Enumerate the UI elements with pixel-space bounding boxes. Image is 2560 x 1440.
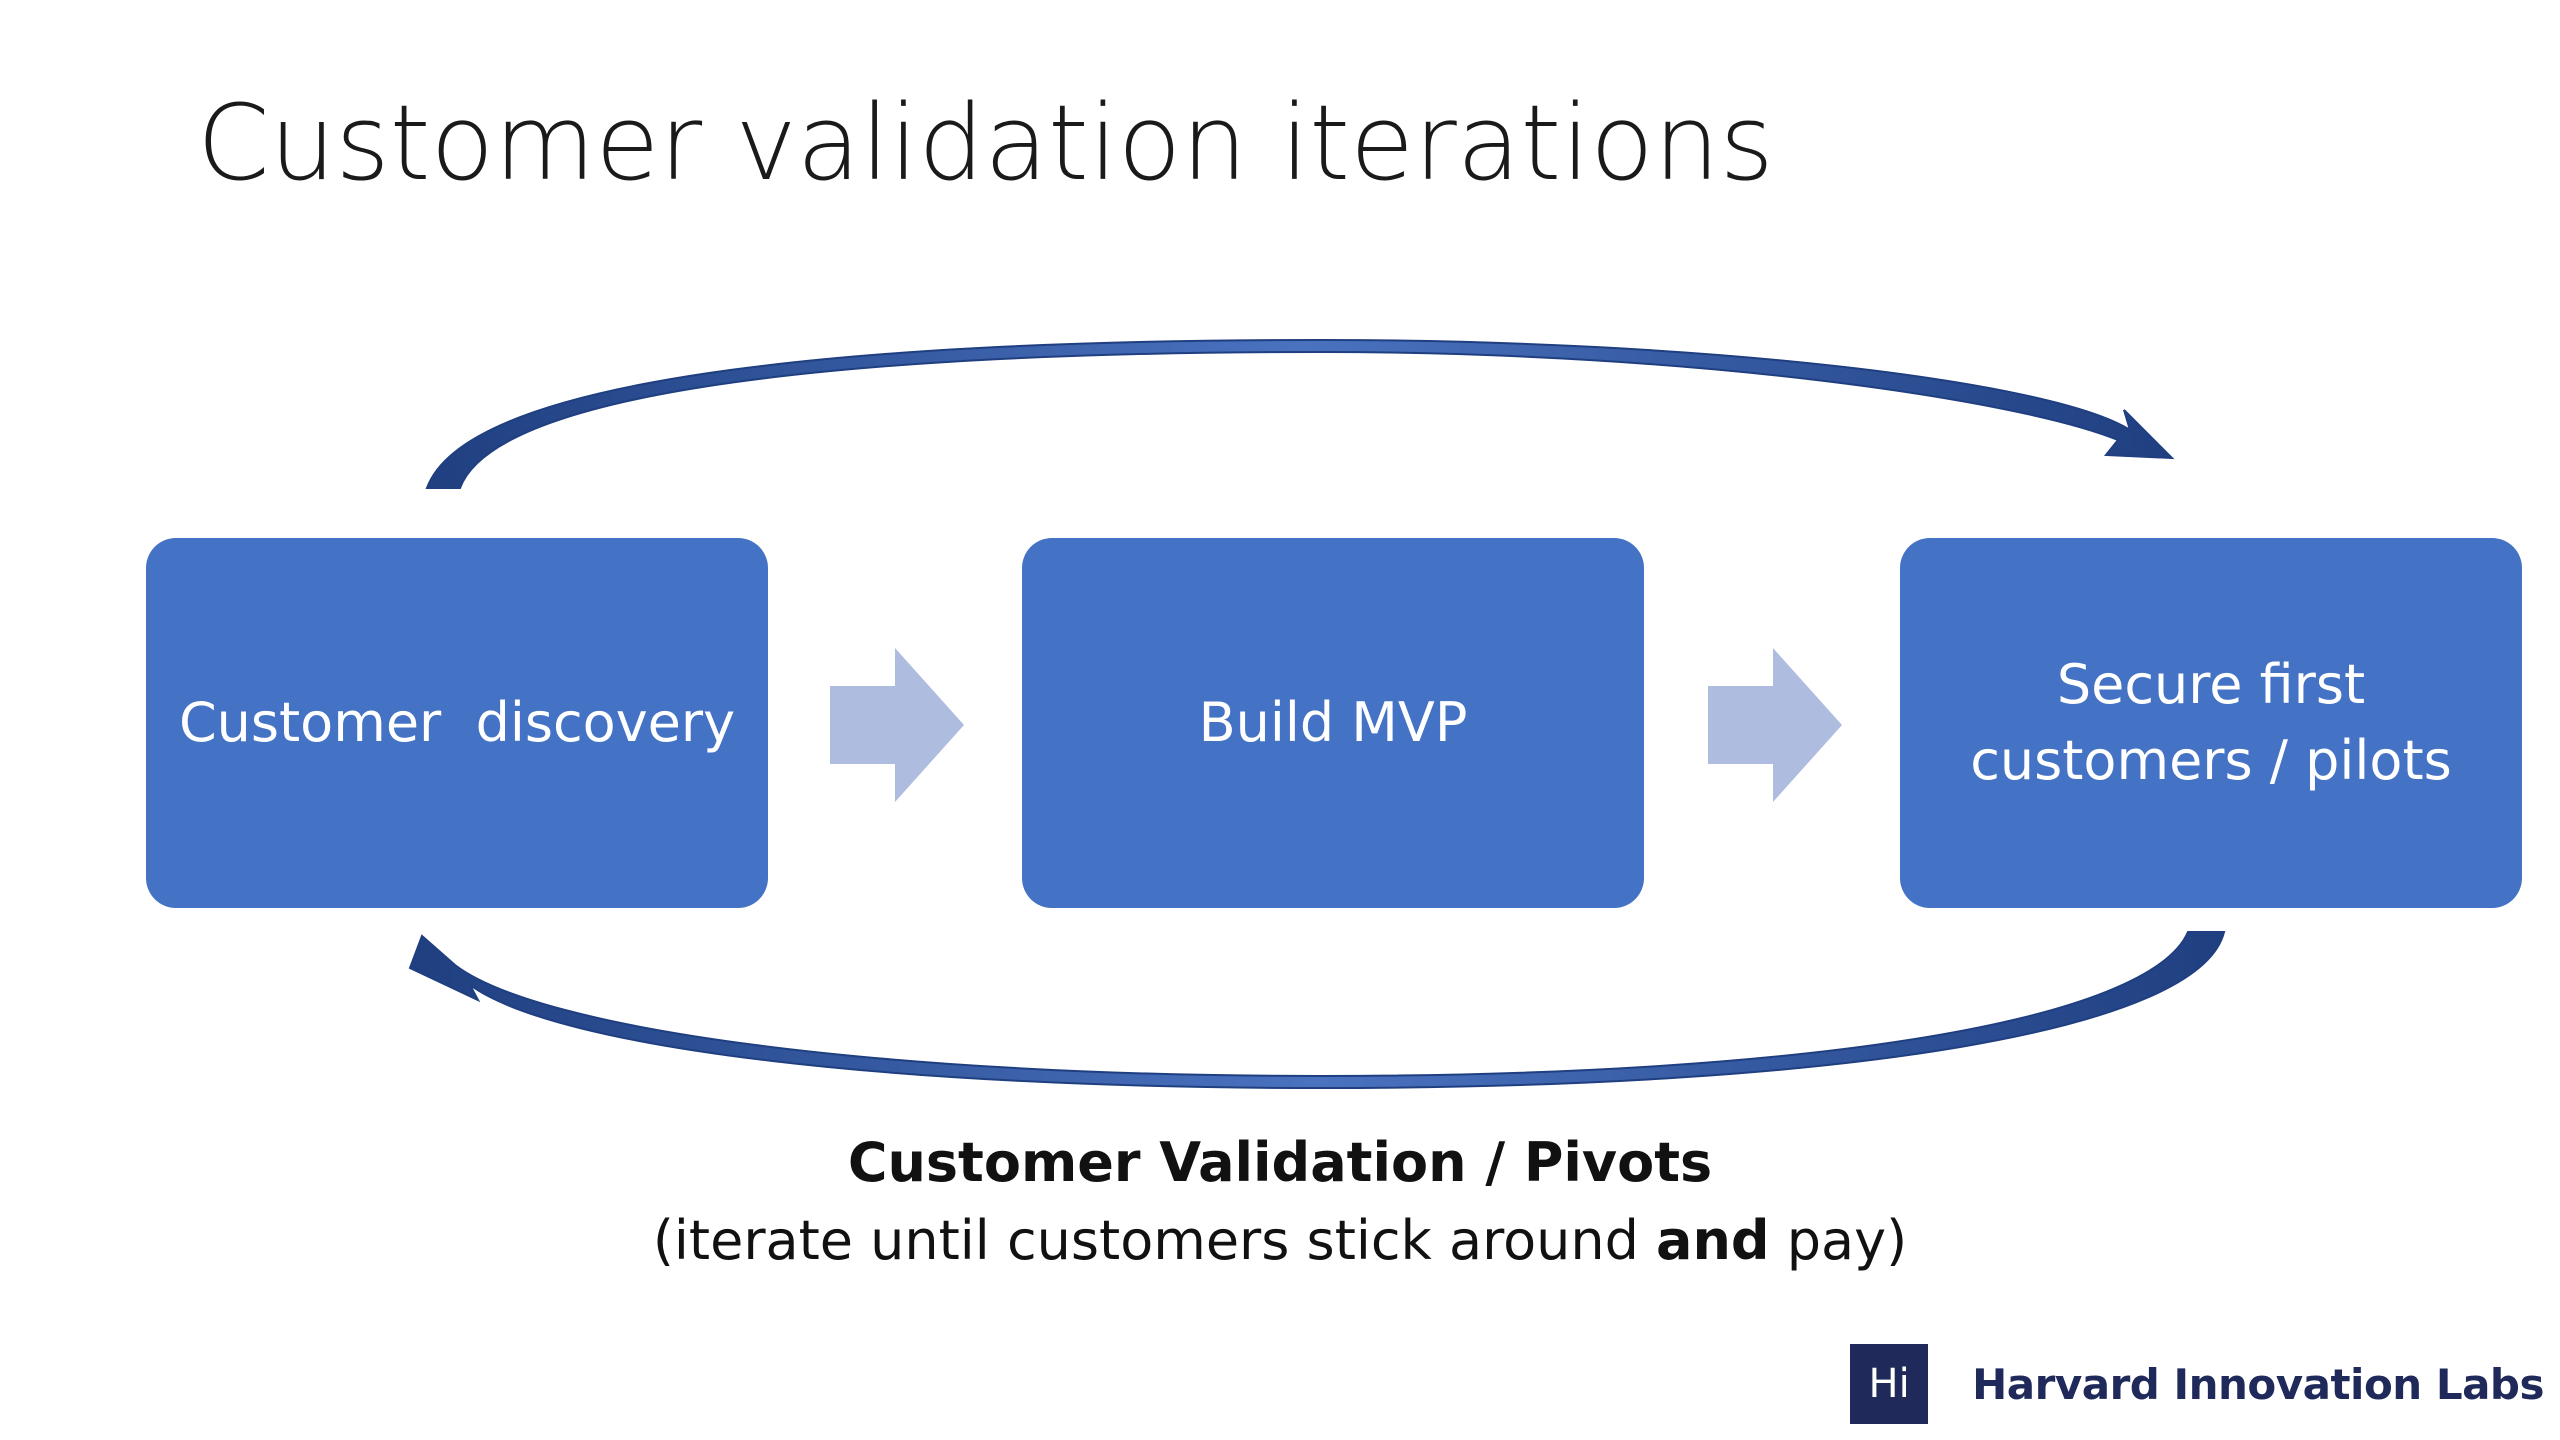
loop-subtitle: (iterate until customers stick around an… — [0, 1206, 2560, 1276]
slide-title: Customer validation iterations — [197, 82, 1774, 204]
step-customer-discovery: Customer discovery — [146, 538, 768, 908]
loop-heading: Customer Validation / Pivots — [847, 1131, 1713, 1194]
logo-mark: Hi — [1850, 1344, 1929, 1424]
loop-subtitle-start: (iterate until customers stick around — [652, 1209, 1657, 1272]
chevron-right-icon — [830, 648, 964, 802]
logo-text: Harvard Innovation Labs — [1972, 1359, 2544, 1409]
loop-subtitle-end: pay) — [1769, 1209, 1908, 1272]
chevron-right-icon — [1708, 648, 1842, 802]
loop-subtitle-bold: and — [1656, 1209, 1770, 1272]
step-build-mvp: Build MVP — [1022, 538, 1644, 908]
bottom-loop-arrow — [408, 931, 2226, 1090]
top-loop-arrow — [425, 338, 2175, 489]
harvard-innovation-labs-logo: Hi Harvard Innovation Labs — [1850, 1344, 2544, 1424]
step-secure-first-customers: Secure first customers / pilots — [1900, 538, 2522, 908]
